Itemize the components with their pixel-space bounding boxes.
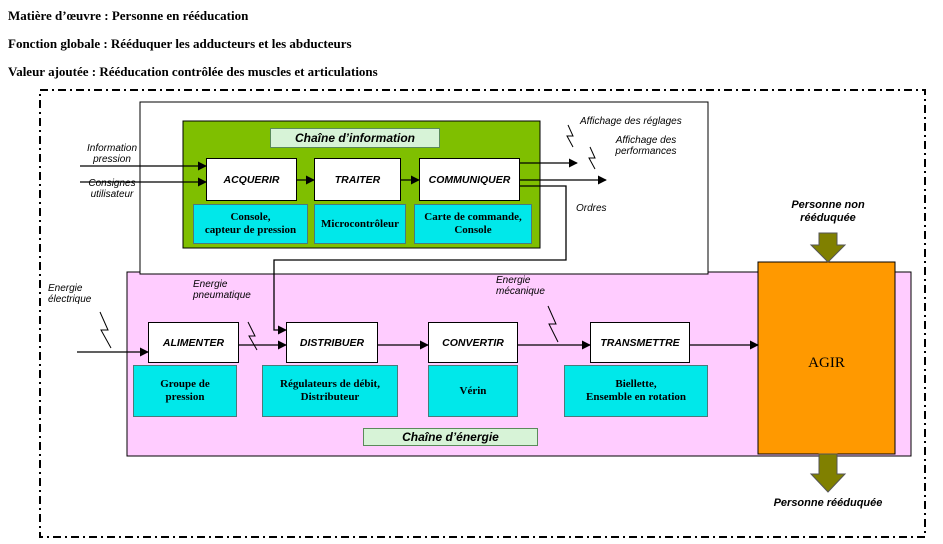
- convertir-support: Vérin: [428, 365, 518, 417]
- personne-non-reeduquee-label: Personne non rééduquée: [791, 199, 865, 224]
- energie-mecanique-label: Energie mécanique: [496, 275, 545, 297]
- affichage-reglages-label: Affichage des réglages: [580, 116, 682, 127]
- convertir-block: CONVERTIR: [428, 322, 518, 363]
- ordres-label: Ordres: [576, 203, 607, 214]
- consignes-utilisateur-label: Consignes utilisateur: [88, 178, 136, 200]
- personne-reeduquee-label: Personne rééduquée: [773, 497, 883, 509]
- alimenter-support: Groupe de pression: [133, 365, 237, 417]
- transmettre-block: TRANSMETTRE: [590, 322, 690, 363]
- agir-label: AGIR: [808, 355, 845, 371]
- valeur-ajoutee: Valeur ajoutée : Rééducation contrôlée d…: [8, 64, 378, 79]
- acquerir-support: Console, capteur de pression: [193, 204, 308, 244]
- energie-electrique-label: Energie électrique: [48, 283, 92, 305]
- energie-pneumatique-label: Energie pneumatique: [193, 279, 251, 301]
- traiter-support: Microcontrôleur: [314, 204, 406, 244]
- info-chain-title: Chaîne d’information: [270, 128, 440, 148]
- matiere-oeuvre: Matière d’œuvre : Personne en rééducatio…: [8, 8, 249, 23]
- traiter-block: TRAITER: [314, 158, 401, 201]
- transmettre-support: Biellette, Ensemble en rotation: [564, 365, 708, 417]
- affichage-performances-label: Affichage des performances: [615, 135, 677, 157]
- acquerir-block: ACQUERIR: [206, 158, 297, 201]
- fonction-globale: Fonction globale : Rééduquer les adducte…: [8, 36, 352, 51]
- energy-chain-title: Chaîne d’énergie: [363, 428, 538, 446]
- agir-input-arrow: [809, 232, 847, 263]
- communiquer-support: Carte de commande, Console: [414, 204, 532, 244]
- distribuer-block: DISTRIBUER: [286, 322, 378, 363]
- communiquer-block: COMMUNIQUER: [419, 158, 520, 201]
- distribuer-support: Régulateurs de débit, Distributeur: [262, 365, 398, 417]
- agir-output-arrow: [809, 453, 847, 493]
- alimenter-block: ALIMENTER: [148, 322, 239, 363]
- information-pression-label: Information pression: [86, 143, 138, 165]
- agir-box: [757, 261, 896, 455]
